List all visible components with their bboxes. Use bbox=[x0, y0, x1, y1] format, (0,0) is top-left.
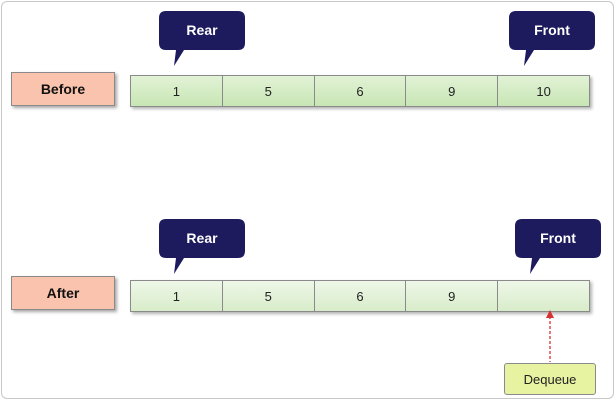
after-rear-callout: Rear bbox=[158, 218, 246, 280]
after-queue: 1 5 6 9 bbox=[130, 280, 590, 312]
dequeue-arrow bbox=[546, 310, 554, 362]
queue-cell: 5 bbox=[222, 281, 315, 311]
dequeue-box: Dequeue bbox=[504, 363, 596, 395]
queue-cell: 1 bbox=[131, 281, 223, 311]
queue-cell: 9 bbox=[406, 281, 499, 311]
before-rear-label: Rear bbox=[186, 22, 218, 38]
queue-cell: 10 bbox=[498, 76, 589, 106]
after-label-box: After bbox=[11, 276, 115, 310]
after-rear-label: Rear bbox=[186, 230, 218, 246]
before-label: Before bbox=[40, 81, 86, 97]
queue-cell: 6 bbox=[314, 281, 407, 311]
after-front-label: Front bbox=[540, 230, 576, 246]
before-front-callout: Front bbox=[508, 10, 596, 72]
before-queue: 1 5 6 9 10 bbox=[130, 75, 590, 107]
queue-cell: 1 bbox=[131, 76, 223, 106]
before-label-box: Before bbox=[11, 72, 115, 106]
queue-cell-empty bbox=[498, 281, 589, 311]
queue-cell: 5 bbox=[222, 76, 315, 106]
dequeue-label: Dequeue bbox=[523, 371, 577, 387]
before-rear-callout: Rear bbox=[158, 10, 246, 72]
after-label: After bbox=[46, 285, 80, 301]
queue-cell: 6 bbox=[314, 76, 407, 106]
before-front-label: Front bbox=[534, 22, 570, 38]
after-front-callout: Front bbox=[514, 218, 602, 280]
queue-cell: 9 bbox=[406, 76, 499, 106]
